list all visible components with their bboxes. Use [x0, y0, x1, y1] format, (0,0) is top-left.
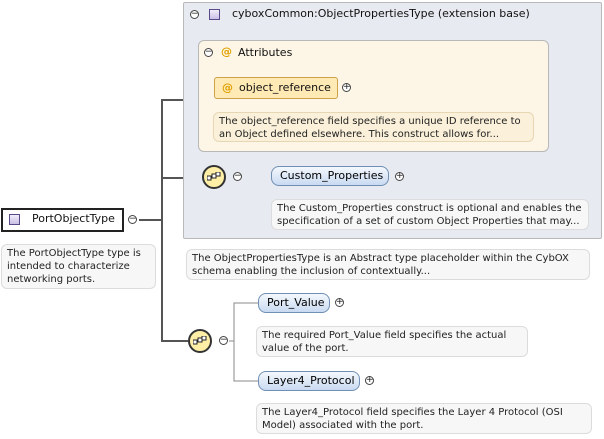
custom-properties-expand-toggle[interactable]: + — [395, 171, 404, 181]
extension-collapse-toggle[interactable]: − — [190, 9, 199, 19]
port-value-element[interactable]: Port_Value — [258, 293, 330, 313]
layer4-protocol-expand-toggle[interactable]: + — [365, 375, 374, 385]
connector-seq2-to-layer4-protocol — [233, 341, 258, 382]
port-value-expand-toggle[interactable]: + — [335, 297, 344, 307]
port-value-description: The required Port_Value field specifies … — [256, 326, 528, 357]
attribute-icon: @ — [221, 45, 232, 58]
extension-base-description: The ObjectPropertiesType is an Abstract … — [186, 249, 590, 280]
extension-base-title: cyboxCommon:ObjectPropertiesType (extens… — [232, 7, 530, 20]
sequence-icon — [207, 172, 221, 181]
sequence-1-collapse-toggle[interactable]: − — [233, 171, 242, 181]
connector-root-to-sequence-2 — [161, 220, 188, 342]
custom-properties-description: The Custom_Properties construct is optio… — [271, 199, 589, 230]
layer4-protocol-element[interactable]: Layer4_Protocol — [258, 371, 360, 391]
root-type-box[interactable] — [1, 208, 124, 232]
custom-properties-element[interactable]: Custom_Properties — [271, 166, 389, 186]
object-reference-label: object_reference — [239, 81, 331, 94]
object-reference-attribute[interactable] — [214, 77, 338, 99]
root-type-label: PortObjectType — [32, 212, 115, 225]
attribute-icon: @ — [222, 81, 233, 94]
attributes-collapse-toggle[interactable]: − — [204, 47, 213, 57]
root-collapse-toggle[interactable]: − — [128, 214, 137, 224]
sequence-compositor-1[interactable] — [202, 165, 226, 189]
sequence-icon — [193, 336, 207, 345]
complex-type-icon — [209, 9, 220, 20]
sequence-2-collapse-toggle[interactable]: − — [219, 335, 228, 345]
root-type-description: The PortObjectType type is intended to c… — [1, 244, 156, 289]
complex-type-icon — [9, 214, 20, 225]
object-reference-description: The object_reference field specifies a u… — [213, 112, 534, 142]
layer4-protocol-description: The Layer4_Protocol field specifies the … — [256, 403, 592, 434]
connector-seq2-to-port-value — [229, 302, 258, 342]
attributes-title: Attributes — [238, 46, 293, 59]
object-reference-expand-toggle[interactable]: + — [342, 82, 351, 92]
sequence-compositor-2[interactable] — [188, 329, 212, 353]
